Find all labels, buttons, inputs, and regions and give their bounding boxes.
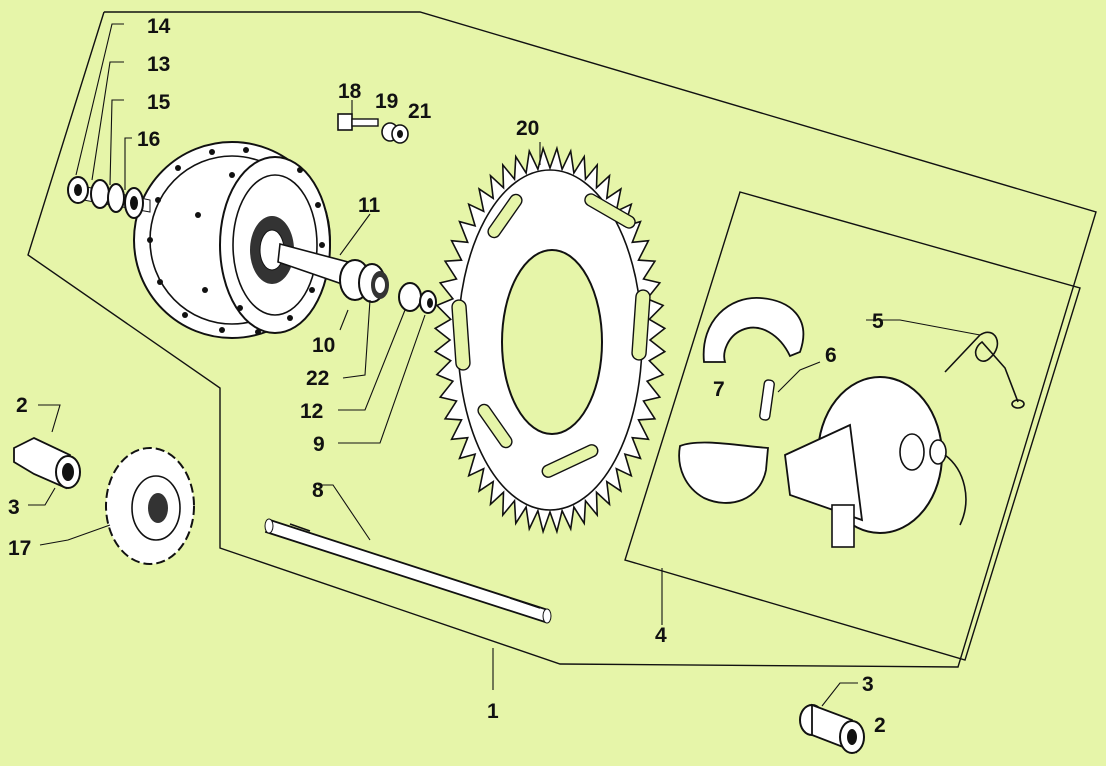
callout-19: 19 (375, 90, 398, 113)
assembly-frame-4 (624, 191, 1081, 661)
brake-plate (784, 376, 967, 548)
callout-20: 20 (516, 117, 539, 140)
callout-17: 17 (8, 537, 31, 560)
callout-5: 5 (872, 310, 884, 333)
brake-spring (759, 379, 775, 421)
callout-14: 14 (147, 15, 171, 38)
callout-21: 21 (408, 100, 432, 123)
left-spindle-parts (67, 176, 151, 219)
leader-lines (28, 23, 981, 707)
callout-12: 12 (300, 400, 323, 423)
callout-3-left: 3 (8, 496, 20, 519)
rear-sprocket (433, 145, 667, 535)
brake-shoe-lower (678, 441, 769, 504)
callout-7: 7 (713, 378, 725, 401)
callout-10: 10 (312, 334, 335, 357)
assembly-frame-1 (27, 11, 1097, 668)
callout-18: 18 (338, 80, 362, 103)
callout-3-right: 3 (862, 673, 874, 696)
callout-8: 8 (312, 479, 324, 502)
brake-shoe-upper (702, 297, 805, 363)
callout-9: 9 (313, 433, 325, 456)
spacer-right (799, 703, 865, 754)
callout-6: 6 (825, 344, 837, 367)
spacer-left (13, 436, 81, 490)
callout-2-right: 2 (874, 714, 886, 737)
return-spring (944, 331, 1025, 409)
callout-labels: 14 13 15 16 18 19 21 20 11 10 22 12 9 8 … (8, 15, 886, 737)
front-sprocket (105, 447, 195, 565)
bearing-stack (339, 259, 437, 314)
callout-16: 16 (137, 128, 160, 151)
callout-4: 4 (655, 624, 667, 647)
callout-2-left: 2 (16, 394, 28, 417)
wheel-hub (133, 141, 331, 339)
callout-22: 22 (306, 367, 329, 390)
axle (264, 518, 552, 624)
bolt-and-nut (337, 113, 409, 144)
callout-1: 1 (487, 700, 499, 723)
callout-11: 11 (358, 194, 381, 217)
callout-13: 13 (147, 53, 170, 76)
callout-15: 15 (147, 91, 171, 114)
